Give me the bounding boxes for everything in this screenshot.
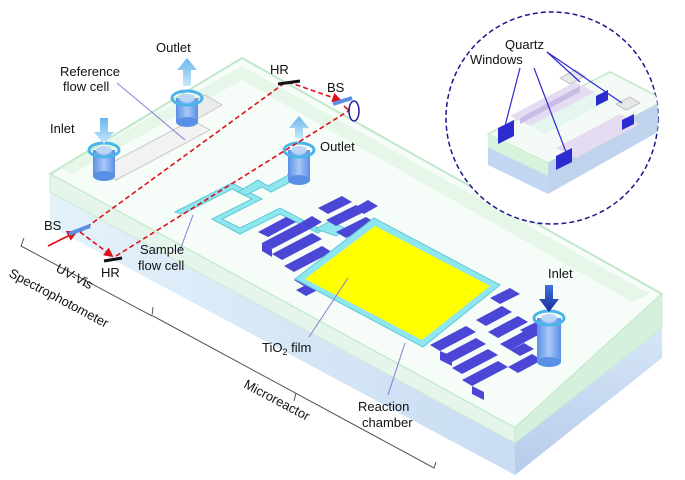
beam-splitter-top bbox=[332, 96, 353, 106]
branch-segment bbox=[510, 343, 534, 356]
window-highlight bbox=[615, 96, 641, 111]
high-reflector-bottom bbox=[103, 256, 123, 263]
branch-segment bbox=[490, 288, 520, 304]
outlet-port-reference bbox=[170, 89, 204, 127]
optical-path bbox=[47, 79, 360, 263]
beam-sample bbox=[79, 231, 114, 258]
inset-quartz-windows: Quartz Windows bbox=[445, 11, 659, 225]
label-windows: Windows bbox=[470, 52, 523, 67]
quartz-window-4 bbox=[622, 114, 634, 130]
branch-segment bbox=[430, 326, 476, 351]
brackets bbox=[20, 237, 437, 469]
label-inlet-right: Inlet bbox=[548, 266, 573, 281]
label-reference-line2: flow cell bbox=[63, 79, 109, 94]
label-bs-left: BS bbox=[44, 218, 62, 233]
leader-lines bbox=[116, 82, 406, 396]
label-reference-line1: Reference bbox=[60, 64, 120, 79]
quartz-window-2 bbox=[556, 148, 572, 170]
branch-segment bbox=[440, 351, 452, 366]
label-uvvis-line1: UV-Vis bbox=[54, 260, 96, 292]
branch-segment bbox=[336, 217, 376, 238]
beam-top bbox=[287, 81, 342, 103]
inset-front-blue bbox=[488, 147, 548, 194]
label-inlet-left: Inlet bbox=[50, 121, 75, 136]
branch-segment bbox=[272, 233, 322, 260]
label-reaction-line1: Reaction bbox=[358, 399, 409, 414]
inset-channel-connector bbox=[530, 92, 610, 134]
bracket-uvvis bbox=[20, 237, 154, 317]
label-bs-top: BS bbox=[327, 80, 345, 95]
inlet-arrow-right bbox=[539, 285, 559, 312]
bracket-microreactor bbox=[152, 315, 437, 469]
chip-back-tint bbox=[60, 66, 650, 302]
detector bbox=[348, 100, 360, 122]
reaction-chamber bbox=[294, 217, 501, 348]
outlet-arrow-reference bbox=[177, 58, 197, 86]
high-reflector-top bbox=[277, 79, 301, 86]
branch-segment bbox=[300, 216, 322, 229]
inlet-arrow-left bbox=[94, 118, 114, 144]
chip-base-right bbox=[515, 328, 662, 475]
tio2-film bbox=[305, 226, 490, 340]
branch-segment bbox=[488, 316, 528, 338]
label-outlet-mid: Outlet bbox=[320, 139, 355, 154]
label-sample-line1: Sample bbox=[140, 242, 184, 257]
flow-arrows bbox=[94, 58, 559, 312]
quartz-window-3 bbox=[596, 90, 608, 106]
beam-splitter-left bbox=[68, 224, 91, 236]
branch-segment bbox=[462, 361, 508, 386]
beam-sample-2 bbox=[115, 109, 351, 257]
chip-base-front bbox=[50, 192, 515, 475]
inset-channel-front bbox=[556, 114, 640, 158]
branch-segment bbox=[442, 338, 486, 362]
branch-segment bbox=[326, 205, 366, 226]
branch-segment bbox=[262, 223, 310, 249]
branch-segment bbox=[476, 306, 512, 326]
branch-segment bbox=[508, 354, 542, 373]
branch-segment bbox=[262, 243, 272, 257]
branch-segment bbox=[354, 200, 378, 214]
inlet-port-right bbox=[532, 309, 566, 367]
label-sample-line2: flow cell bbox=[138, 258, 184, 273]
label-outlet-top: Outlet bbox=[156, 40, 191, 55]
label-hr-top: HR bbox=[270, 62, 289, 77]
outlet-port-sample bbox=[282, 141, 316, 185]
branch-segment bbox=[472, 386, 484, 400]
quartz-window-1 bbox=[498, 120, 514, 144]
label-hr-bottom: HR bbox=[101, 265, 120, 280]
label-reaction-line2: chamber bbox=[362, 415, 413, 430]
inset-channel-wall bbox=[520, 86, 580, 124]
beam-reference bbox=[79, 81, 287, 233]
chip-top-right bbox=[514, 292, 663, 445]
branch-segment bbox=[452, 349, 498, 374]
branch-segment bbox=[258, 217, 296, 237]
label-tio2: TiO2 film bbox=[262, 340, 311, 357]
outlet-arrow-sample bbox=[289, 116, 309, 138]
inset-front-green bbox=[488, 134, 548, 176]
branch-segment bbox=[318, 196, 352, 214]
branch-segment bbox=[284, 246, 332, 272]
label-quartz: Quartz bbox=[505, 37, 544, 52]
